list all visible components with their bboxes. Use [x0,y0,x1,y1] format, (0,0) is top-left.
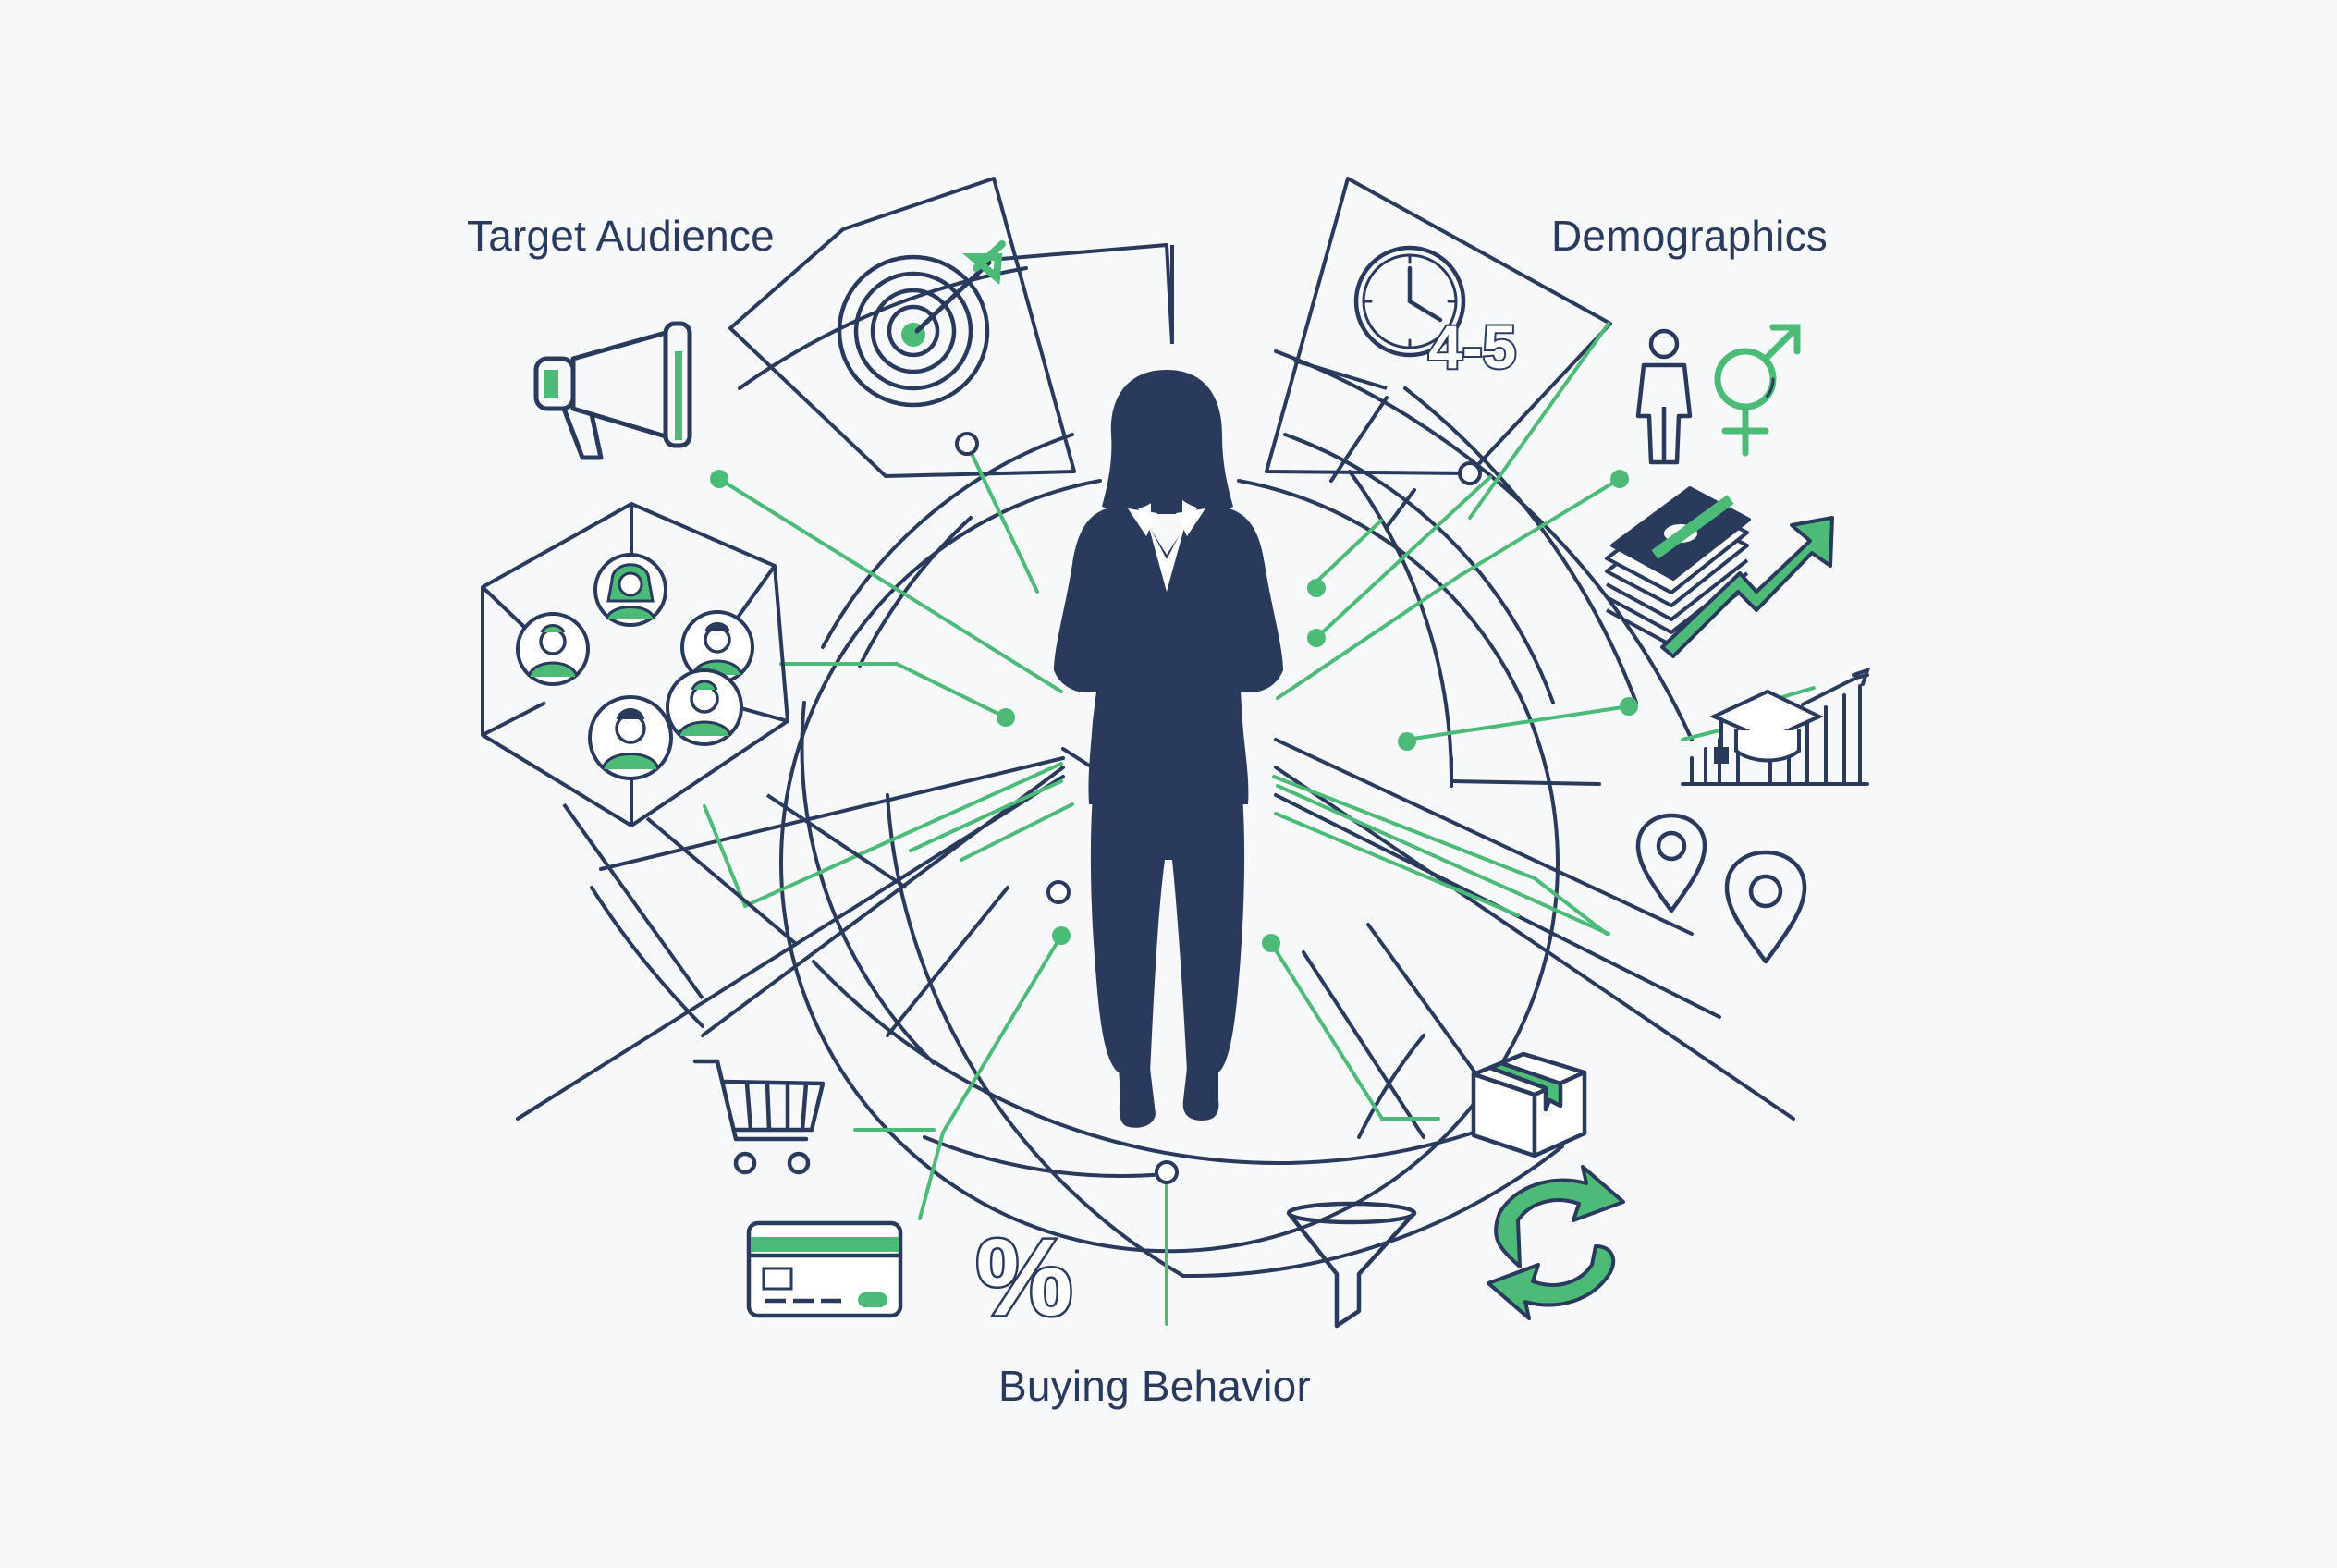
gender-symbol-icon [1714,324,1801,457]
age-range-text: 4-5 [1428,312,1516,381]
person-icon [1635,328,1693,465]
label-buying-behavior: Buying Behavior [998,1362,1311,1410]
label-demographics: Demographics [1551,212,1828,260]
label-target-audience: Target Audience [467,212,775,260]
location-pin-icon [1635,813,1707,913]
funnel-icon [1286,1201,1417,1329]
user-avatar-4 [588,695,673,780]
collar-lapel-left [1128,508,1157,536]
target-icon [837,240,1006,408]
collar-lapel-right [1176,508,1205,536]
trend-arrow-icon [1660,516,1834,658]
user-group-icon [481,502,908,1000]
target-panel [728,177,1174,478]
percent-icon: % [976,1217,1073,1339]
connector-lines [703,322,1631,1326]
package-box-icon [1471,1051,1587,1158]
shopping-cart-icon [692,1059,826,1175]
radial-spokes [516,396,1795,1139]
connector-dots [710,432,1638,1184]
user-avatar-1 [593,553,667,627]
location-pin-icon-2 [1724,850,1807,964]
person-silhouette-icon [1054,370,1283,1128]
money-stack-icon [1605,486,1751,647]
user-avatar-2 [516,612,590,686]
education-chart-icon [1681,667,1871,786]
user-avatar-5 [666,668,743,746]
clock-icon [1353,245,1466,358]
refresh-cycle-icon [1487,1165,1625,1320]
megaphone-icon [533,321,692,460]
credit-card-icon [746,1220,903,1318]
